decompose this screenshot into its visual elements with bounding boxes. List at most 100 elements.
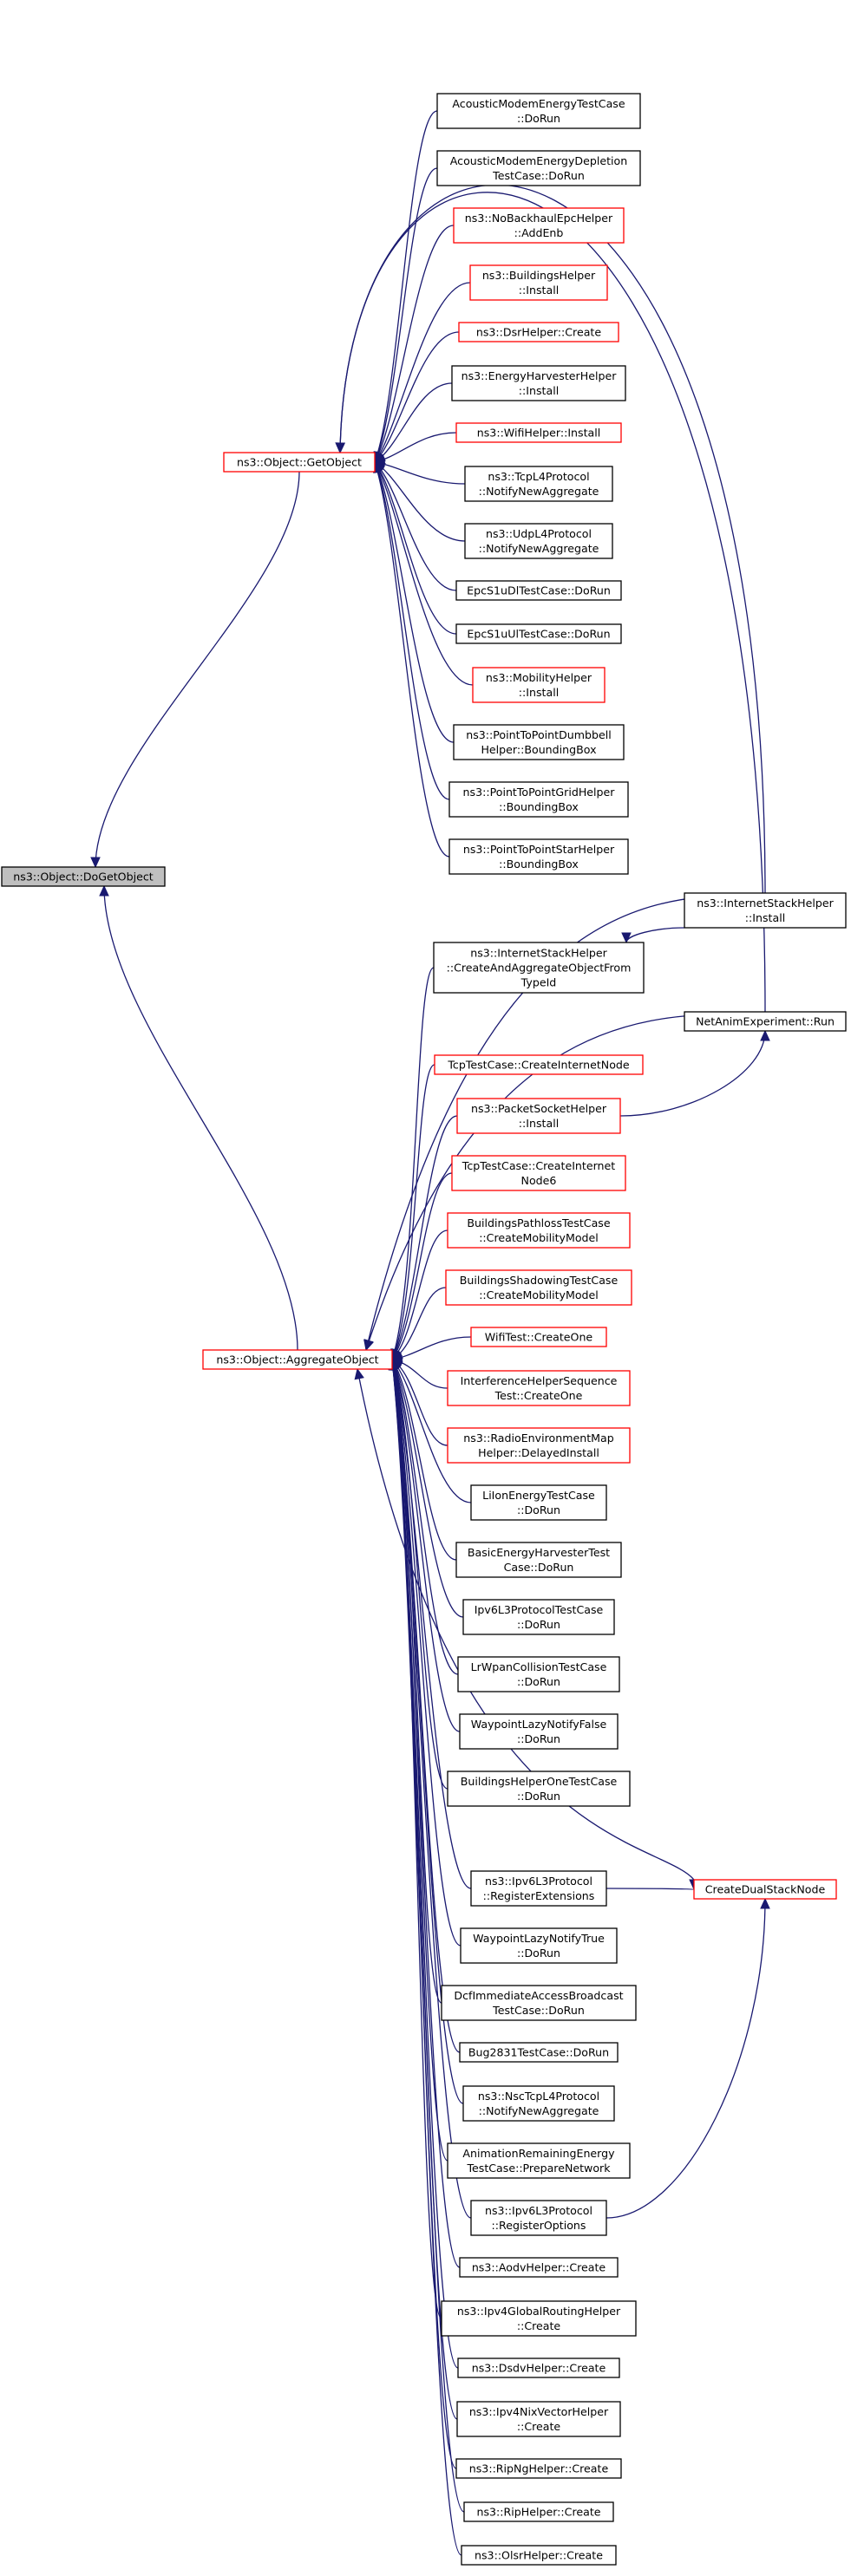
node-getobject[interactable]: ns3::Object::GetObject — [223, 452, 376, 473]
edge-a16-to-aggregate — [391, 1359, 462, 1947]
node-a26[interactable]: ns3::RipNgHelper::Create — [455, 2458, 622, 2479]
node-label: Case::DoRun — [504, 1561, 574, 1574]
node-a20[interactable]: AnimationRemainingEnergyTestCase::Prepar… — [447, 2142, 631, 2179]
node-a9[interactable]: LiIonEnergyTestCase::DoRun — [470, 1484, 607, 1521]
node-a25[interactable]: ns3::Ipv4NixVectorHelper::Create — [456, 2401, 621, 2437]
arrowhead — [760, 1029, 770, 1041]
node-box — [451, 1155, 626, 1191]
node-box — [455, 580, 622, 601]
node-a15[interactable]: ns3::Ipv6L3Protocol::RegisterExtensions — [470, 1870, 607, 1907]
node-label: EpcS1uUlTestCase::DoRun — [467, 628, 610, 641]
node-g1[interactable]: AcousticModemEnergyTestCase::DoRun — [436, 93, 641, 129]
node-a18[interactable]: Bug2831TestCase::DoRun — [459, 2042, 619, 2063]
node-label: Bug2831TestCase::DoRun — [468, 2046, 609, 2059]
node-a6[interactable]: WifiTest::CreateOne — [470, 1327, 607, 1347]
node-a23[interactable]: ns3::Ipv4GlobalRoutingHelper::Create — [441, 2300, 637, 2337]
node-label: ::Install — [519, 284, 559, 297]
edge-caof-to-aggregate — [391, 967, 435, 1360]
node-g3[interactable]: ns3::NoBackhaulEpcHelper::AddEnb — [453, 207, 625, 244]
node-a7[interactable]: InterferenceHelperSequenceTest::CreateOn… — [447, 1370, 631, 1406]
node-label: ns3::Ipv6L3Protocol — [485, 2204, 592, 2217]
node-label: ::DoRun — [517, 1675, 560, 1688]
node-a11[interactable]: Ipv6L3ProtocolTestCase::DoRun — [462, 1599, 615, 1635]
node-box — [462, 1599, 615, 1635]
edge-g9-to-getobject — [374, 461, 466, 542]
edge-a1-to-aggregate — [391, 1064, 435, 1360]
node-label: ns3::PointToPointGridHelper — [463, 786, 616, 799]
node-g8[interactable]: ns3::TcpL4Protocol::NotifyNewAggregate — [464, 466, 613, 502]
node-box — [447, 1427, 631, 1464]
node-g2[interactable]: AcousticModemEnergyDepletionTestCase::Do… — [436, 150, 641, 186]
node-a21[interactable]: ns3::Ipv6L3Protocol::RegisterOptions — [470, 2200, 607, 2236]
node-g5[interactable]: ns3::DsrHelper::Create — [458, 322, 619, 342]
node-g12[interactable]: ns3::MobilityHelper::Install — [472, 667, 606, 703]
edge-ish-to-caof — [625, 927, 685, 943]
node-box — [436, 93, 641, 129]
node-netanim[interactable]: NetAnimExperiment::Run — [684, 1011, 847, 1032]
node-a2[interactable]: ns3::PacketSocketHelper::Install — [456, 1098, 621, 1134]
arrowhead — [621, 932, 632, 944]
node-box — [434, 1054, 644, 1075]
node-g10[interactable]: EpcS1uDlTestCase::DoRun — [455, 580, 622, 601]
node-a8[interactable]: ns3::RadioEnvironmentMapHelper::DelayedI… — [447, 1427, 631, 1464]
node-a19[interactable]: ns3::NscTcpL4Protocol::NotifyNewAggregat… — [462, 2085, 615, 2122]
node-label: BuildingsHelperOneTestCase — [461, 1775, 618, 1788]
node-label: ns3::Ipv4GlobalRoutingHelper — [457, 2305, 621, 2318]
node-label: ns3::Ipv4NixVectorHelper — [469, 2405, 609, 2418]
edge-a28-to-aggregate — [391, 1359, 462, 2556]
node-box — [470, 1327, 607, 1347]
node-a22[interactable]: ns3::AodvHelper::Create — [459, 2257, 619, 2278]
node-g6[interactable]: ns3::EnergyHarvesterHelper::Install — [451, 365, 626, 401]
node-a16[interactable]: WaypointLazyNotifyTrue::DoRun — [460, 1927, 618, 1964]
node-label: ::Install — [745, 911, 785, 924]
edge-g3-to-getobject — [374, 225, 455, 463]
node-a14[interactable]: BuildingsHelperOneTestCase::DoRun — [447, 1771, 631, 1807]
node-label: EpcS1uDlTestCase::DoRun — [467, 584, 611, 597]
node-label: AcousticModemEnergyDepletion — [450, 154, 627, 167]
node-box — [447, 2142, 631, 2179]
node-g7[interactable]: ns3::WifiHelper::Install — [455, 422, 622, 443]
node-a5[interactable]: BuildingsShadowingTestCase::CreateMobili… — [445, 1269, 632, 1306]
node-a12[interactable]: LrWpanCollisionTestCase::DoRun — [457, 1656, 620, 1692]
node-label: TcpTestCase::CreateInternet — [462, 1159, 615, 1172]
edge-a13-to-aggregate — [391, 1359, 461, 1732]
node-g14[interactable]: ns3::PointToPointGridHelper::BoundingBox — [448, 781, 629, 818]
node-g13[interactable]: ns3::PointToPointDumbbellHelper::Boundin… — [453, 724, 625, 760]
node-a28[interactable]: ns3::OlsrHelper::Create — [461, 2545, 617, 2566]
node-box — [441, 1985, 637, 2021]
edge-g2-to-getobject — [374, 167, 438, 463]
node-label: WaypointLazyNotifyTrue — [473, 1932, 605, 1945]
node-aggregate[interactable]: ns3::Object::AggregateObject — [202, 1349, 393, 1370]
node-label: ns3::UdpL4Protocol — [486, 527, 592, 540]
node-a17[interactable]: DcfImmediateAccessBroadcastTestCase::DoR… — [441, 1985, 637, 2021]
node-box — [448, 838, 629, 875]
node-g4[interactable]: ns3::BuildingsHelper::Install — [469, 264, 608, 301]
node-a1[interactable]: TcpTestCase::CreateInternetNode — [434, 1054, 644, 1075]
node-label: ::Install — [519, 384, 559, 397]
node-label: Helper::BoundingBox — [481, 743, 597, 756]
node-cdsn[interactable]: CreateDualStackNode — [693, 1879, 837, 1900]
edge-a9-to-aggregate — [391, 1359, 472, 1503]
node-label: ns3::TcpL4Protocol — [488, 470, 589, 483]
edge-g4-to-getobject — [374, 282, 471, 463]
node-g15[interactable]: ns3::PointToPointStarHelper::BoundingBox — [448, 838, 629, 875]
node-a4[interactable]: BuildingsPathlossTestCase::CreateMobilit… — [447, 1212, 631, 1249]
node-g11[interactable]: EpcS1uUlTestCase::DoRun — [455, 623, 622, 644]
node-label: ::NotifyNewAggregate — [479, 542, 599, 555]
node-a27[interactable]: ns3::RipHelper::Create — [463, 2501, 614, 2522]
node-label: AcousticModemEnergyTestCase — [452, 97, 625, 110]
node-box — [470, 1484, 607, 1521]
node-box — [455, 1542, 622, 1578]
node-box — [469, 264, 608, 301]
node-a13[interactable]: WaypointLazyNotifyFalse::DoRun — [459, 1713, 619, 1750]
node-box — [202, 1349, 393, 1370]
node-box — [693, 1879, 837, 1900]
node-a24[interactable]: ns3::DsdvHelper::Create — [457, 2358, 620, 2378]
node-g9[interactable]: ns3::UdpL4Protocol::NotifyNewAggregate — [464, 523, 613, 559]
node-box — [456, 2401, 621, 2437]
node-box — [684, 892, 847, 929]
node-caof[interactable]: ns3::InternetStackHelper::CreateAndAggre… — [433, 942, 645, 994]
node-ish[interactable]: ns3::InternetStackHelper::Install — [684, 892, 847, 929]
